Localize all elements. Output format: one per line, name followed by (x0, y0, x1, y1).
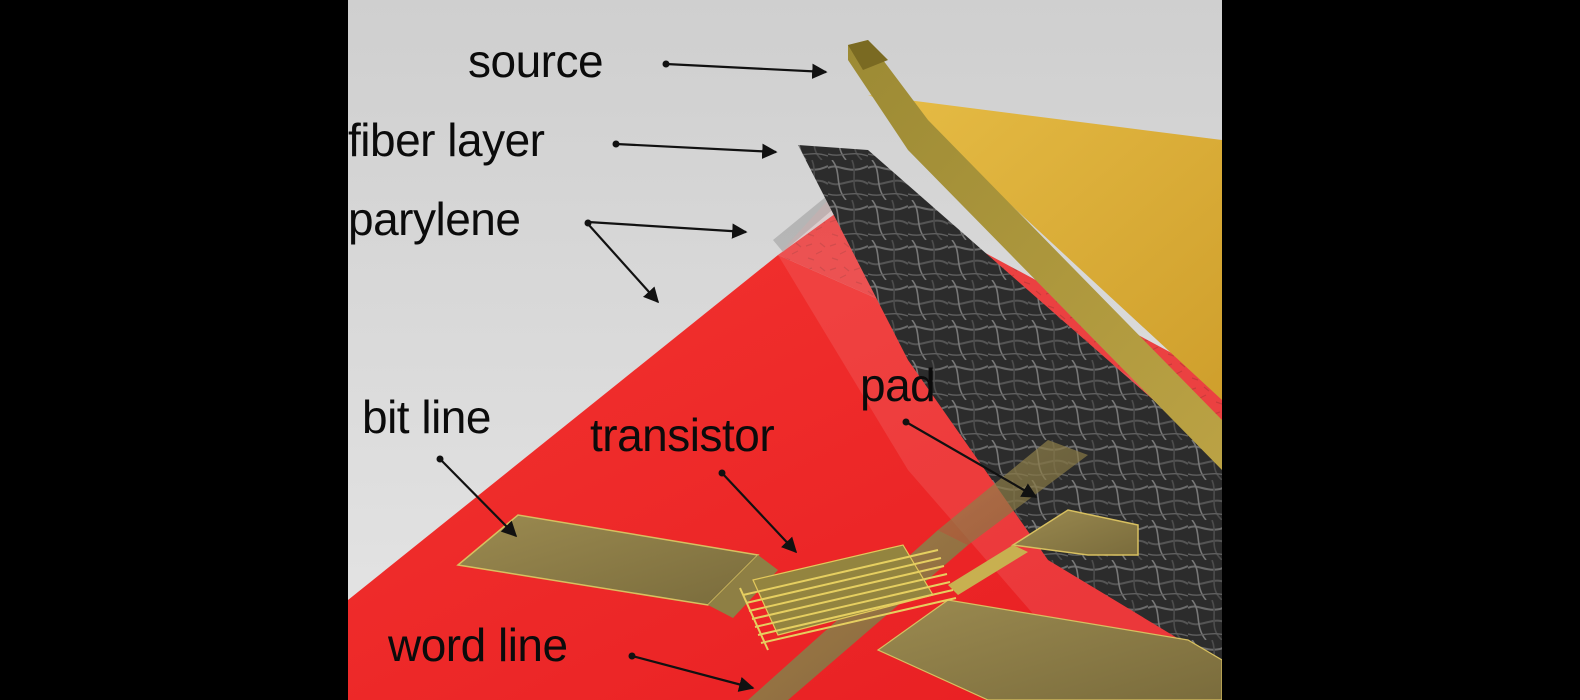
bit-line-arrow (439, 458, 518, 538)
parylene-layer-edge (773, 195, 838, 252)
device-render (348, 0, 1222, 700)
label-parylene: parylene (348, 193, 521, 245)
pad-trace (948, 545, 1028, 595)
label-pad: pad (860, 359, 936, 411)
arrow-dots (436, 60, 910, 660)
device-illustration: source fiber layer parylene pad bit line… (348, 0, 1222, 700)
label-word-line: word line (388, 619, 568, 671)
label-bit-line: bit line (362, 391, 491, 443)
pad-arrow (905, 421, 1038, 498)
source-electrode-edge (848, 40, 888, 70)
source-arrow (665, 62, 828, 79)
parylene-arrow-lower (587, 223, 660, 304)
word-line-arrow (631, 654, 755, 692)
label-transistor: transistor (590, 409, 775, 461)
pointer-arrows (439, 62, 1038, 692)
parylene-arrow-upper (587, 220, 748, 239)
pad-electrode (1010, 509, 1139, 556)
label-source: source (468, 35, 604, 87)
label-fiber-layer: fiber layer (348, 114, 545, 166)
fiber-layer-arrow (615, 142, 778, 159)
source-electrode-side (848, 40, 1222, 470)
transistor-electrodes (739, 544, 957, 651)
word-line-upper (938, 440, 1088, 545)
source-electrode-top (868, 95, 1222, 400)
transistor-arrow (721, 472, 798, 554)
bit-line-connector (708, 555, 778, 618)
substrate (348, 255, 1222, 700)
